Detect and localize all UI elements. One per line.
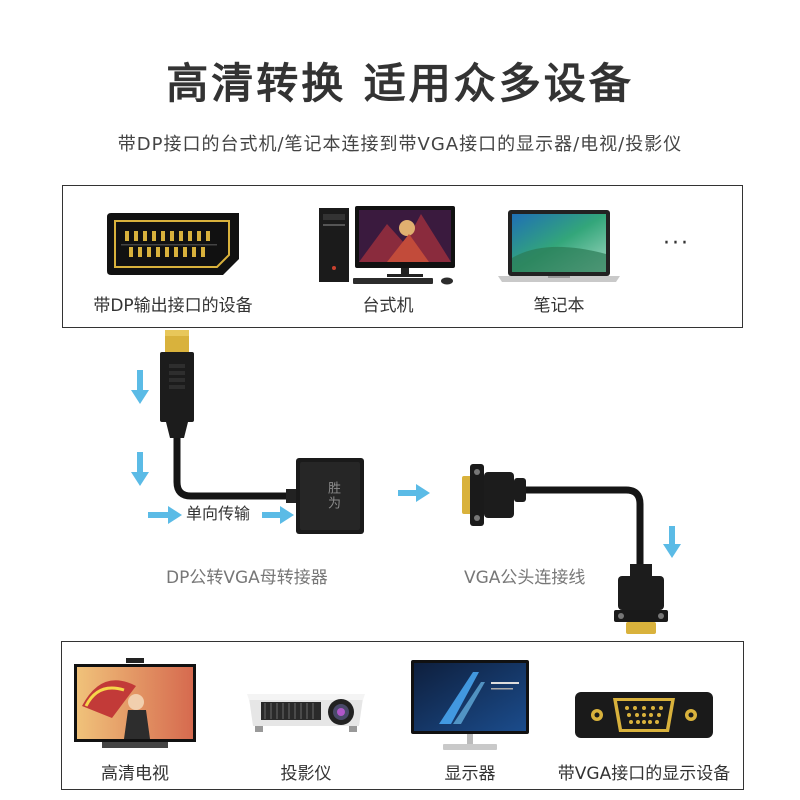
monitor-icon [409, 658, 531, 754]
source-label-dp-device: 带DP输出接口的设备 [93, 296, 253, 316]
desktop-pc-icon [317, 204, 463, 286]
vga-cable [526, 486, 644, 576]
source-label-laptop: 笔记本 [533, 296, 585, 316]
vga-port-icon [573, 690, 715, 740]
page-title: 高清转换 适用众多设备 [166, 59, 634, 108]
page-subtitle: 带DP接口的台式机/笔记本连接到带VGA接口的显示器/电视/投影仪 [117, 134, 683, 155]
vga-connector-bottom [614, 610, 668, 622]
adapter-brand-logo: 胜为 [325, 481, 340, 511]
source-label-desktop: 台式机 [362, 296, 414, 316]
dp-port-icon [101, 211, 243, 277]
direction-label: 单向传输 [186, 504, 251, 523]
source-devices-panel: 带DP输出接口的设备 台式机 [62, 185, 743, 328]
laptop-icon [496, 208, 622, 284]
hdtv-icon [72, 656, 198, 752]
more-devices-ellipsis: ··· [663, 231, 690, 256]
projector-icon [245, 688, 367, 738]
cable-label: VGA公头连接线 [464, 568, 586, 588]
adapter-label: DP公转VGA母转接器 [166, 568, 328, 588]
target-devices-panel: 高清电视 投影仪 [61, 641, 744, 790]
target-label-hdtv: 高清电视 [101, 764, 169, 784]
target-label-vga-device: 带VGA接口的显示设备 [557, 764, 731, 784]
connection-diagram: 胜为 单向传输 DP公转VGA母转接器 VGA公头连接线 [0, 326, 800, 642]
dp-cable [173, 438, 296, 500]
target-label-projector: 投影仪 [280, 764, 332, 784]
target-label-monitor: 显示器 [444, 764, 496, 784]
